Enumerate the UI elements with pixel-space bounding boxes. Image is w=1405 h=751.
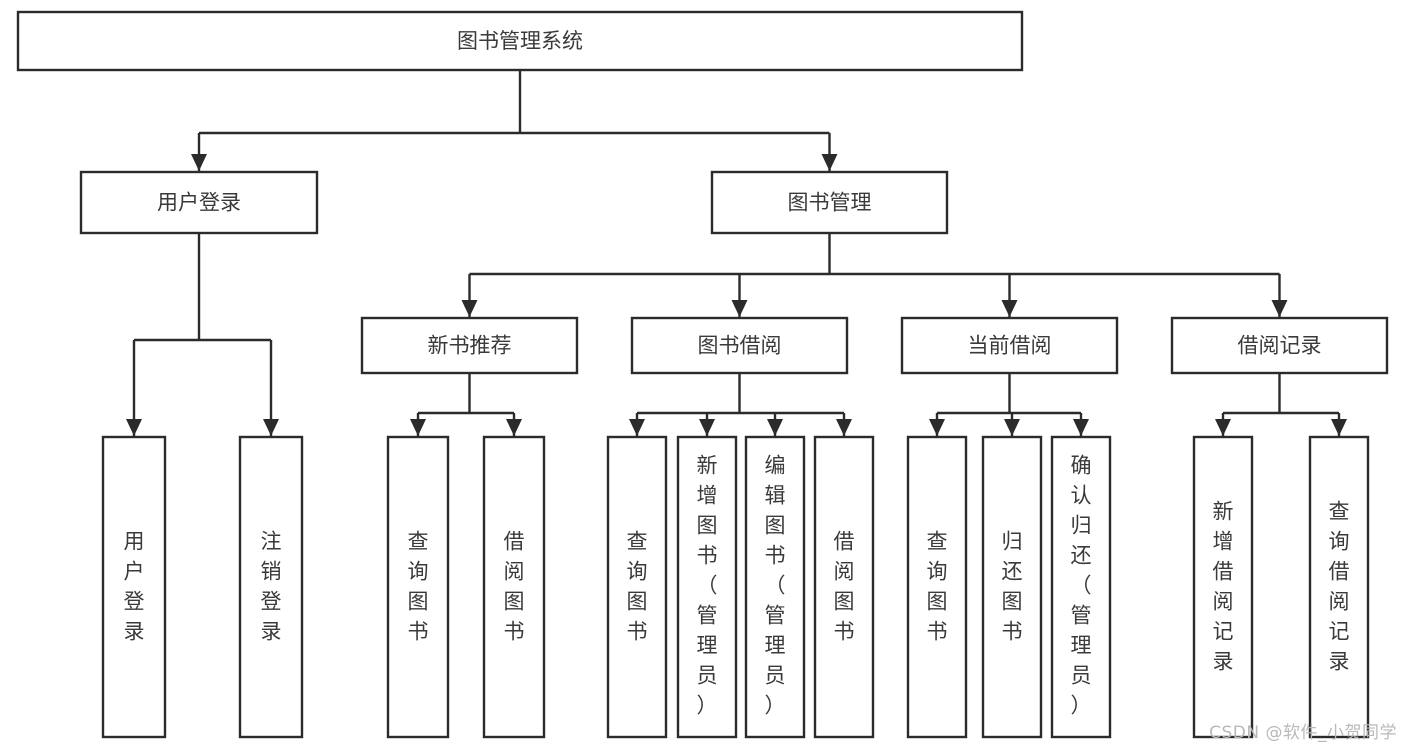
arrow-head-icon bbox=[1271, 300, 1288, 317]
node-book-borrow[interactable]: 图书借阅 bbox=[630, 316, 849, 375]
node-user-login-rect bbox=[79, 170, 319, 235]
leaf-leaf-add-book[interactable]: 新增图书（管理员） bbox=[676, 435, 738, 739]
leaf-leaf-query-borrow-record[interactable]: 查询借阅记录 bbox=[1308, 435, 1370, 739]
leaf-leaf-add-borrow-record[interactable]: 新增借阅记录 bbox=[1192, 435, 1254, 739]
arrow-head-icon bbox=[929, 419, 945, 436]
leaf-leaf-query-book-1[interactable]: 查询图书 bbox=[386, 435, 450, 739]
leaf-leaf-confirm-return-label: 确认归还（管理员） bbox=[1071, 454, 1092, 718]
node-current-borrow-rect bbox=[900, 316, 1119, 375]
leaf-leaf-add-borrow-record-label: 新增借阅记录 bbox=[1213, 500, 1234, 674]
leaf-leaf-borrow-book-2-label: 借阅图书 bbox=[834, 530, 855, 644]
leaf-leaf-return-book-rect bbox=[981, 435, 1043, 739]
node-book-borrow-rect bbox=[630, 316, 849, 375]
node-borrow-record[interactable]: 借阅记录 bbox=[1170, 316, 1389, 375]
node-current-borrow[interactable]: 当前借阅 bbox=[900, 316, 1119, 375]
node-new-book-recommend-label: 新书推荐 bbox=[428, 334, 512, 358]
leaf-leaf-query-book-3[interactable]: 查询图书 bbox=[906, 435, 968, 739]
arrow-head-icon bbox=[836, 419, 852, 436]
arrow-head-icon bbox=[629, 419, 645, 436]
leaf-leaf-query-book-2[interactable]: 查询图书 bbox=[606, 435, 668, 739]
leaf-leaf-query-book-2-label: 查询图书 bbox=[627, 530, 648, 644]
arrow-head-icon bbox=[699, 419, 715, 436]
node-new-book-recommend-rect bbox=[360, 316, 579, 375]
leaf-leaf-borrow-book-1[interactable]: 借阅图书 bbox=[482, 435, 546, 739]
node-root-label: 图书管理系统 bbox=[457, 29, 583, 53]
node-user-login[interactable]: 用户登录 bbox=[79, 170, 319, 235]
arrow-head-icon bbox=[191, 154, 207, 171]
arrow-head-icon bbox=[1215, 419, 1231, 436]
leaf-leaf-query-borrow-record-rect bbox=[1308, 435, 1370, 739]
leaf-leaf-borrow-book-1-rect bbox=[482, 435, 546, 739]
leaf-leaf-add-borrow-record-rect bbox=[1192, 435, 1254, 739]
node-book-management-label: 图书管理 bbox=[788, 191, 872, 215]
leaf-leaf-return-book-label: 归还图书 bbox=[1002, 530, 1023, 644]
leaf-leaf-logout[interactable]: 注销登录 bbox=[238, 435, 304, 739]
leaf-leaf-logout-label: 注销登录 bbox=[261, 530, 282, 644]
node-book-management-rect bbox=[710, 170, 949, 235]
node-user-login-label: 用户登录 bbox=[157, 191, 241, 215]
arrow-head-icon bbox=[1004, 419, 1020, 436]
node-book-management[interactable]: 图书管理 bbox=[710, 170, 949, 235]
arrow-head-icon bbox=[410, 419, 426, 436]
leaf-leaf-query-book-1-rect bbox=[386, 435, 450, 739]
leaf-leaf-query-book-3-label: 查询图书 bbox=[927, 530, 948, 644]
arrow-head-icon bbox=[1001, 300, 1018, 317]
arrow-head-icon bbox=[126, 419, 142, 436]
leaf-leaf-user-login-label: 用户登录 bbox=[124, 530, 145, 644]
arrow-head-icon bbox=[767, 419, 783, 436]
arrow-head-icon bbox=[1073, 419, 1089, 436]
node-current-borrow-label: 当前借阅 bbox=[968, 334, 1052, 358]
node-book-borrow-label: 图书借阅 bbox=[698, 334, 782, 358]
leaf-leaf-borrow-book-1-label: 借阅图书 bbox=[504, 530, 525, 644]
arrow-head-icon bbox=[461, 300, 478, 317]
leaf-leaf-edit-book-rect bbox=[744, 435, 806, 739]
node-root-rect bbox=[16, 10, 1024, 72]
connectors-layer bbox=[126, 70, 1347, 436]
leaf-leaf-user-login-rect bbox=[101, 435, 167, 739]
leaf-leaf-logout-rect bbox=[238, 435, 304, 739]
arrow-head-icon bbox=[506, 419, 522, 436]
leaf-leaf-add-book-rect bbox=[676, 435, 738, 739]
leaf-leaf-confirm-return[interactable]: 确认归还（管理员） bbox=[1050, 435, 1112, 739]
leaf-leaf-user-login[interactable]: 用户登录 bbox=[101, 435, 167, 739]
arrow-head-icon bbox=[731, 300, 748, 317]
nodes-layer: 图书管理系统用户登录图书管理新书推荐图书借阅当前借阅借阅记录用户登录注销登录查询… bbox=[16, 10, 1389, 739]
leaf-leaf-query-book-2-rect bbox=[606, 435, 668, 739]
leaf-leaf-query-book-1-label: 查询图书 bbox=[408, 530, 429, 644]
leaf-leaf-return-book[interactable]: 归还图书 bbox=[981, 435, 1043, 739]
leaf-leaf-add-book-label: 新增图书（管理员） bbox=[697, 454, 718, 718]
arrow-head-icon bbox=[821, 154, 838, 171]
arrow-head-icon bbox=[263, 419, 279, 436]
node-borrow-record-rect bbox=[1170, 316, 1389, 375]
node-root[interactable]: 图书管理系统 bbox=[16, 10, 1024, 72]
node-borrow-record-label: 借阅记录 bbox=[1238, 334, 1322, 358]
leaf-leaf-borrow-book-2[interactable]: 借阅图书 bbox=[813, 435, 875, 739]
watermark-label: CSDN @软件_小贺同学 bbox=[1209, 723, 1397, 743]
arrow-head-icon bbox=[1331, 419, 1347, 436]
leaf-leaf-edit-book-label: 编辑图书（管理员） bbox=[765, 454, 786, 718]
node-new-book-recommend[interactable]: 新书推荐 bbox=[360, 316, 579, 375]
leaf-leaf-query-borrow-record-label: 查询借阅记录 bbox=[1329, 500, 1350, 674]
leaf-leaf-borrow-book-2-rect bbox=[813, 435, 875, 739]
leaf-leaf-edit-book[interactable]: 编辑图书（管理员） bbox=[744, 435, 806, 739]
leaf-leaf-query-book-3-rect bbox=[906, 435, 968, 739]
leaf-leaf-confirm-return-rect bbox=[1050, 435, 1112, 739]
